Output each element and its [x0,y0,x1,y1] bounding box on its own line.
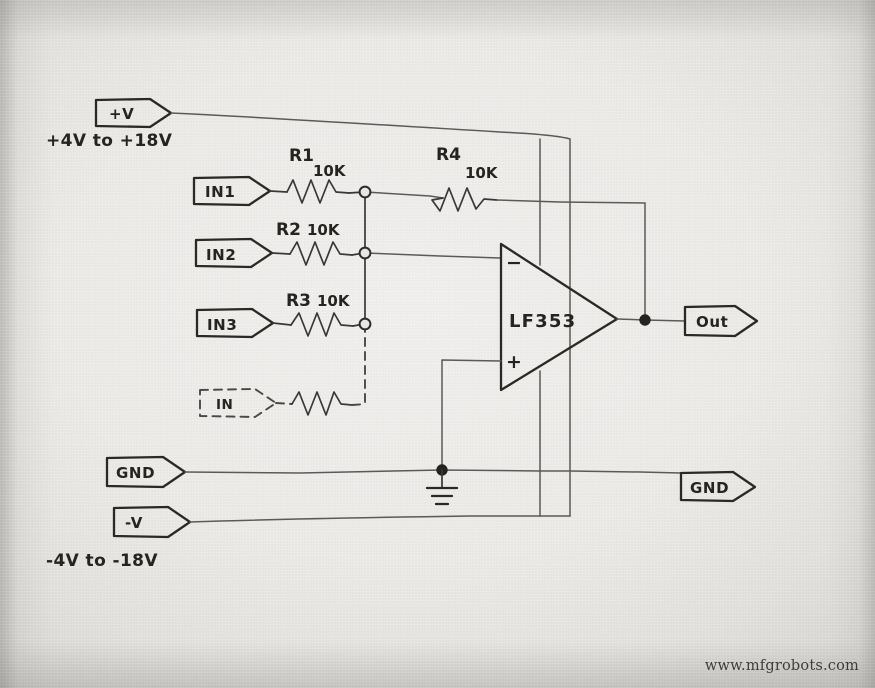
in2-terminal-label: IN2 [206,246,236,264]
noninverting-input-wire [441,359,502,469]
negative-rail-range-label: -4V to -18V [46,551,158,571]
opamp-output-wire [616,318,686,322]
in1-terminal-label: IN1 [205,183,235,201]
optional-input-net [199,388,366,418]
resistor-r4-label: R4 [436,145,461,165]
positive-rail-label: +V [109,105,134,123]
negative-rail-label: -V [125,514,143,532]
ground-terminal-flag-right [679,470,757,503]
in3-terminal-flag [195,307,275,339]
optional-input-terminal-flag [199,388,277,418]
opamp-symbol [441,138,686,517]
summing-node-to-feedback-wire [364,191,444,199]
resistor-r1-label: R1 [289,146,314,166]
output-terminal-flag [683,304,759,338]
feedback-wire-horizontal [496,199,646,204]
in2-lead-wire-left [271,252,291,255]
resistor-r3-symbol [290,312,354,337]
input-1-net [192,175,365,207]
optional-input-lead-left [275,402,293,405]
in2-terminal-flag [194,237,274,269]
positive-rail-terminal-flag [94,97,173,129]
positive-rail-range-label: +4V to +18V [46,131,173,151]
summing-junction-bus [358,185,501,405]
input-2-net [194,237,365,269]
resistor-r1-value: 10K [313,162,347,180]
optional-input-lead-right [351,403,366,406]
noninverting-input-sign: + [506,351,522,373]
output-net [683,304,759,338]
inverting-input-wire [364,252,501,259]
optional-input-terminal-label: IN [216,397,233,413]
resistor-r2-symbol [289,241,353,266]
negative-supply-net [112,505,571,539]
in1-lead-wire-left [269,190,288,193]
output-terminal-label: Out [696,313,728,331]
ground-rail-wire [184,469,682,474]
opamp-part-label: LF353 [509,311,576,332]
ground-label-right: GND [690,479,729,497]
in3-terminal-label: IN3 [207,316,237,334]
junction-node-in2 [358,246,372,260]
opamp-triangle-body [499,242,619,392]
junction-node-in1 [358,185,372,199]
positive-supply-net [94,97,571,517]
in1-terminal-flag [192,175,272,207]
optional-resistor-symbol [291,391,353,416]
ground-net [105,455,757,506]
ground-label-left: GND [116,464,155,482]
feedback-net [431,187,646,321]
resistor-r3-value: 10K [317,292,351,310]
positive-rail-wire-horizontal [170,112,571,140]
resistor-r3-label: R3 [286,291,311,311]
resistor-r2-label: R2 [276,220,301,240]
negative-rail-terminal-flag [112,505,192,539]
ground-terminal-flag-left [105,455,187,489]
in3-lead-wire-left [272,322,292,326]
resistor-r4-value: 10K [465,164,499,182]
resistor-r2-value: 10K [307,221,341,239]
junction-node-in3 [358,317,372,331]
inverting-input-sign: − [506,252,522,274]
output-junction-node [639,314,651,326]
resistor-r4-symbol [431,187,498,212]
input-3-net [195,307,365,339]
watermark: www.mfgrobots.com [704,658,859,674]
negative-rail-wire [189,515,541,523]
resistor-r1-symbol [286,179,350,204]
